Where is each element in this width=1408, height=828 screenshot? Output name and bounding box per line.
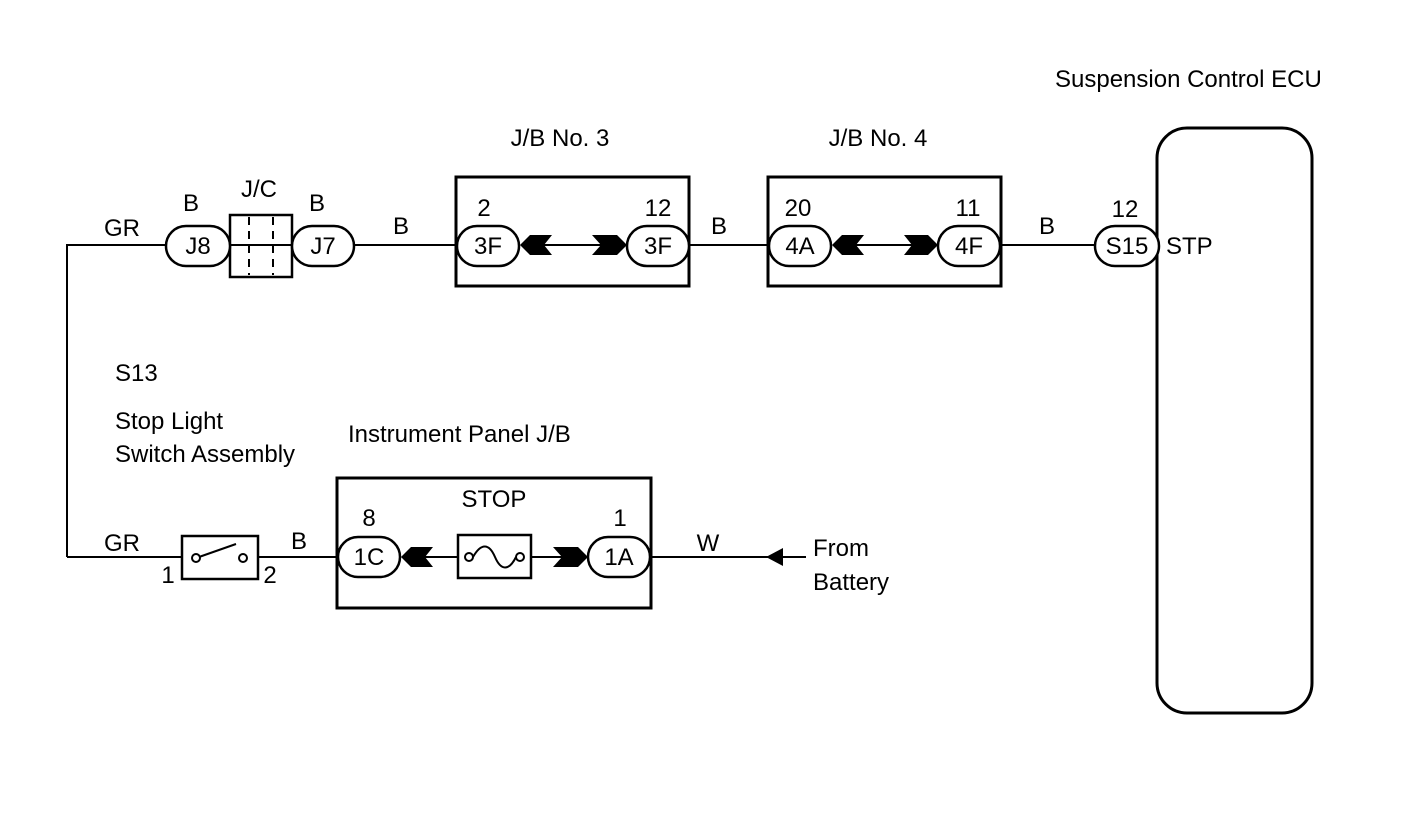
jb3-left-connector-label: 3F <box>474 233 502 260</box>
stop-light-switch: S13 Stop Light Switch Assembly 1 2 <box>115 360 295 589</box>
ecu-title: Suspension Control ECU <box>1055 66 1322 93</box>
wire-label-gr-top: GR <box>104 215 140 242</box>
ipjb-title: Instrument Panel J/B <box>348 421 571 448</box>
ipjb-right-connector <box>586 535 652 579</box>
jb3-box <box>454 175 691 288</box>
switch-contact-right-icon <box>238 553 248 563</box>
jb3-left-arrow-icon <box>520 235 552 255</box>
ipjb-box <box>335 476 653 610</box>
ipjb-right-pin: 1 <box>613 505 626 532</box>
jb4-right-pin: 11 <box>956 195 981 222</box>
jb4-right-connector-label: 4F <box>955 233 983 260</box>
wire-label-gr-bottom: GR <box>104 530 140 557</box>
jc-left-wire-color: B <box>183 190 199 217</box>
fuse-element-icon <box>472 545 517 569</box>
wire-label-jb4-ecu: B <box>1039 213 1055 240</box>
jb3-right-connector <box>625 224 691 268</box>
jb3-right-connector-label: 3F <box>644 233 672 260</box>
wire-labels: GR B B B GR B W <box>104 213 1055 557</box>
ecu-body <box>1155 126 1314 715</box>
switch-code: S13 <box>115 360 158 387</box>
jc-right-connector-label: J7 <box>310 233 335 260</box>
ipjb-fuse-label: STOP <box>462 486 527 513</box>
ipjb-left-pin: 8 <box>362 505 375 532</box>
fuse-contact-left-icon <box>464 552 474 562</box>
jb4-box <box>766 175 1003 288</box>
ipjb-left-arrow-icon <box>401 547 433 567</box>
instrument-panel-jb: Instrument Panel J/B STOP 8 1 1C 1A <box>335 421 653 610</box>
battery-arrow-icon <box>766 548 783 566</box>
wire-label-jb3-jb4: B <box>711 213 727 240</box>
jb4-left-connector-label: 4A <box>785 233 814 260</box>
ecu-connector <box>1093 224 1161 268</box>
jb4-left-pin: 20 <box>785 195 812 222</box>
ipjb-right-connector-label: 1A <box>604 544 633 571</box>
jb4-right-connector <box>936 224 1002 268</box>
wire-label-ipjb-battery: W <box>697 530 720 557</box>
jb3-right-arrow-icon <box>592 235 627 255</box>
jb4-left-connector <box>767 224 833 268</box>
switch-pin-right: 2 <box>263 562 276 589</box>
fuse-contact-right-icon <box>515 552 525 562</box>
battery-source: From Battery <box>766 535 889 596</box>
jb4-left-arrow-icon <box>832 235 864 255</box>
ipjb-right-arrow-icon <box>553 547 588 567</box>
wire-label-jc-jb3: B <box>393 213 409 240</box>
ipjb-left-connector-label: 1C <box>354 544 385 571</box>
junction-block-3: J/B No. 3 2 12 3F 3F <box>454 125 691 288</box>
jb4-right-arrow-icon <box>904 235 938 255</box>
jc-right-connector <box>290 224 356 268</box>
ipjb-left-connector <box>336 535 402 579</box>
jb4-title: J/B No. 4 <box>829 125 928 152</box>
wire-label-switch-ipjb: B <box>291 528 307 555</box>
jc-left-connector <box>164 224 232 268</box>
jc-right-wire-color: B <box>309 190 325 217</box>
switch-lever-icon <box>198 543 237 558</box>
jb3-title: J/B No. 3 <box>511 125 610 152</box>
jc-left-connector-label: J8 <box>185 233 210 260</box>
jb3-right-pin: 12 <box>645 195 672 222</box>
switch-pin-left: 1 <box>161 562 174 589</box>
ecu-connector-label: S15 <box>1106 233 1149 260</box>
ecu-pin-label: 12 <box>1112 196 1139 223</box>
ecu: Suspension Control ECU 12 S15 STP <box>1055 66 1322 715</box>
switch-contact-left-icon <box>191 553 201 563</box>
battery-label-line1: From <box>813 535 869 562</box>
wires <box>66 244 1095 558</box>
jb3-left-connector <box>455 224 521 268</box>
junction-block-4: J/B No. 4 20 11 4A 4F <box>766 125 1003 288</box>
ecu-terminal-name: STP <box>1166 233 1213 260</box>
junction-connector: J/C B B J8 J7 <box>164 176 356 279</box>
switch-name-line1: Stop Light <box>115 408 223 435</box>
jc-title: J/C <box>241 176 277 203</box>
jb3-left-pin: 2 <box>477 195 490 222</box>
gr-wire-vertical <box>66 244 166 557</box>
battery-label-line2: Battery <box>813 569 889 596</box>
switch-name-line2: Switch Assembly <box>115 441 295 468</box>
